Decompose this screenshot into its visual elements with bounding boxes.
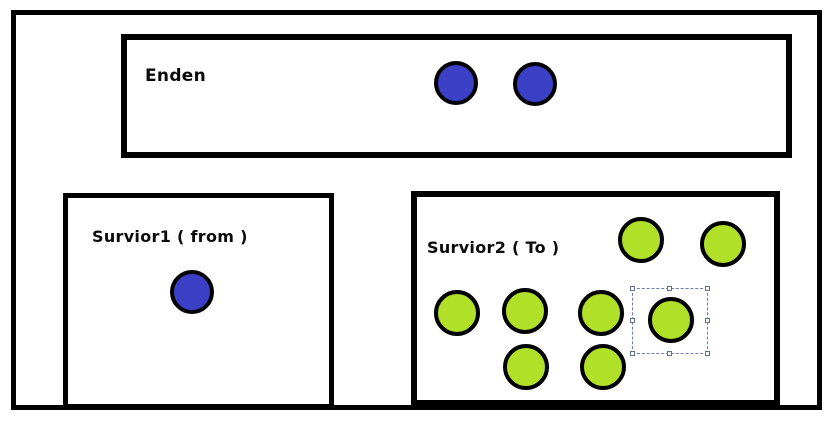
enden-node-2[interactable] xyxy=(513,62,557,106)
survior2-group-label: Survior2 ( To ) xyxy=(427,238,560,257)
survior1-group-label: Survior1 ( from ) xyxy=(92,227,248,246)
resize-handle-se[interactable] xyxy=(705,351,710,356)
enden-group-frame[interactable] xyxy=(121,34,792,158)
survior2-node-5[interactable] xyxy=(578,290,624,336)
resize-handle-sw[interactable] xyxy=(630,351,635,356)
resize-handle-w[interactable] xyxy=(630,318,635,323)
selection-marquee[interactable] xyxy=(630,286,710,356)
survior2-group-frame[interactable] xyxy=(411,191,780,406)
resize-handle-s[interactable] xyxy=(667,351,672,356)
survior1-node-1[interactable] xyxy=(170,270,214,314)
survior2-node-7[interactable] xyxy=(503,344,549,390)
survior1-group-frame[interactable] xyxy=(63,193,334,409)
enden-group-label: Enden xyxy=(145,66,207,86)
enden-node-1[interactable] xyxy=(434,61,478,105)
resize-handle-e[interactable] xyxy=(705,318,710,323)
resize-handle-nw[interactable] xyxy=(630,286,635,291)
resize-handle-ne[interactable] xyxy=(705,286,710,291)
survior2-node-3[interactable] xyxy=(434,290,480,336)
resize-handle-n[interactable] xyxy=(667,286,672,291)
survior2-node-8[interactable] xyxy=(580,344,626,390)
outer-frame xyxy=(11,10,822,410)
survior2-node-4[interactable] xyxy=(502,288,548,334)
survior2-node-1[interactable] xyxy=(618,217,664,263)
survior2-node-2[interactable] xyxy=(700,221,746,267)
survior2-node-6-selected[interactable] xyxy=(648,297,694,343)
